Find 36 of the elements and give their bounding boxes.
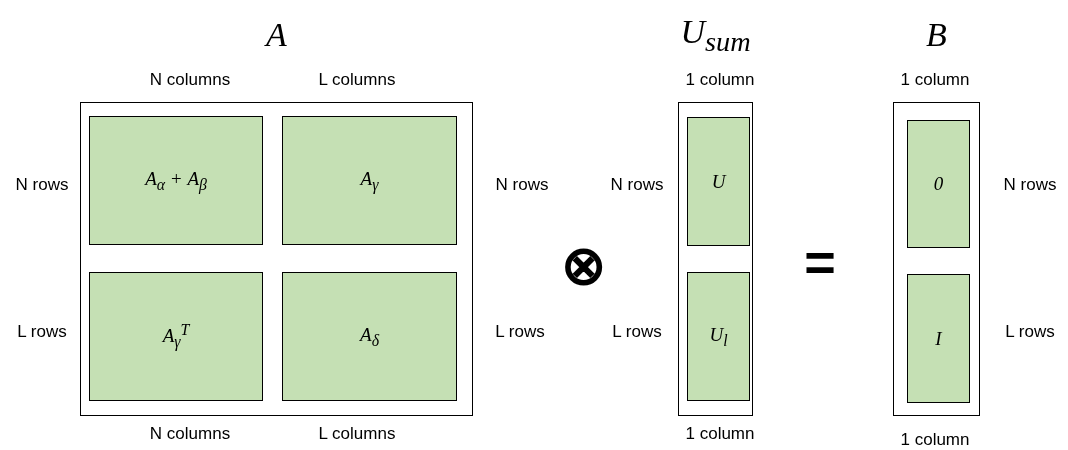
matrix-title: B <box>926 16 947 54</box>
dimension-label: L rows <box>612 322 662 342</box>
dimension-label: N columns <box>149 424 231 444</box>
math-expression: U$_{l}$ <box>709 323 728 350</box>
matrix-block <box>687 272 750 401</box>
matrix-block <box>907 120 970 248</box>
matrix-block <box>907 274 970 403</box>
matrix-block <box>89 272 263 401</box>
dimension-label: N rows <box>1003 175 1057 195</box>
dimension-label: 1 column <box>900 430 970 450</box>
matrix-block <box>282 272 457 401</box>
dimension-label: N columns <box>149 70 231 90</box>
dimension-label: L rows <box>1005 322 1055 342</box>
matrix-block <box>89 116 263 245</box>
dimension-label: N rows <box>610 175 664 195</box>
matrix-title: A <box>266 16 287 54</box>
operator-symbol: ⊗ <box>560 233 606 297</box>
math-expression: A$_{α}$ + A$_{β}$ <box>145 167 207 194</box>
math-expression: A$_{γ}$ <box>360 167 379 194</box>
math-expression: 0 <box>933 173 944 195</box>
dimension-label: L columns <box>318 424 396 444</box>
dimension-label: N rows <box>495 175 549 195</box>
dimension-label: N rows <box>15 175 69 195</box>
dimension-label: 1 column <box>685 70 755 90</box>
matrix-block <box>282 116 457 245</box>
dimension-label: L rows <box>17 322 67 342</box>
math-expression: I <box>935 327 942 350</box>
dimension-label: 1 column <box>900 70 970 90</box>
matrix-block <box>687 117 750 246</box>
math-expression: A$_{δ}$ <box>360 323 379 350</box>
dimension-label: 1 column <box>685 424 755 444</box>
operator-symbol: = <box>804 231 836 293</box>
matrix-title: U$_{sum}$ <box>680 12 751 58</box>
dimension-label: L rows <box>495 322 545 342</box>
dimension-label: L columns <box>318 70 396 90</box>
math-expression: U <box>711 170 726 193</box>
